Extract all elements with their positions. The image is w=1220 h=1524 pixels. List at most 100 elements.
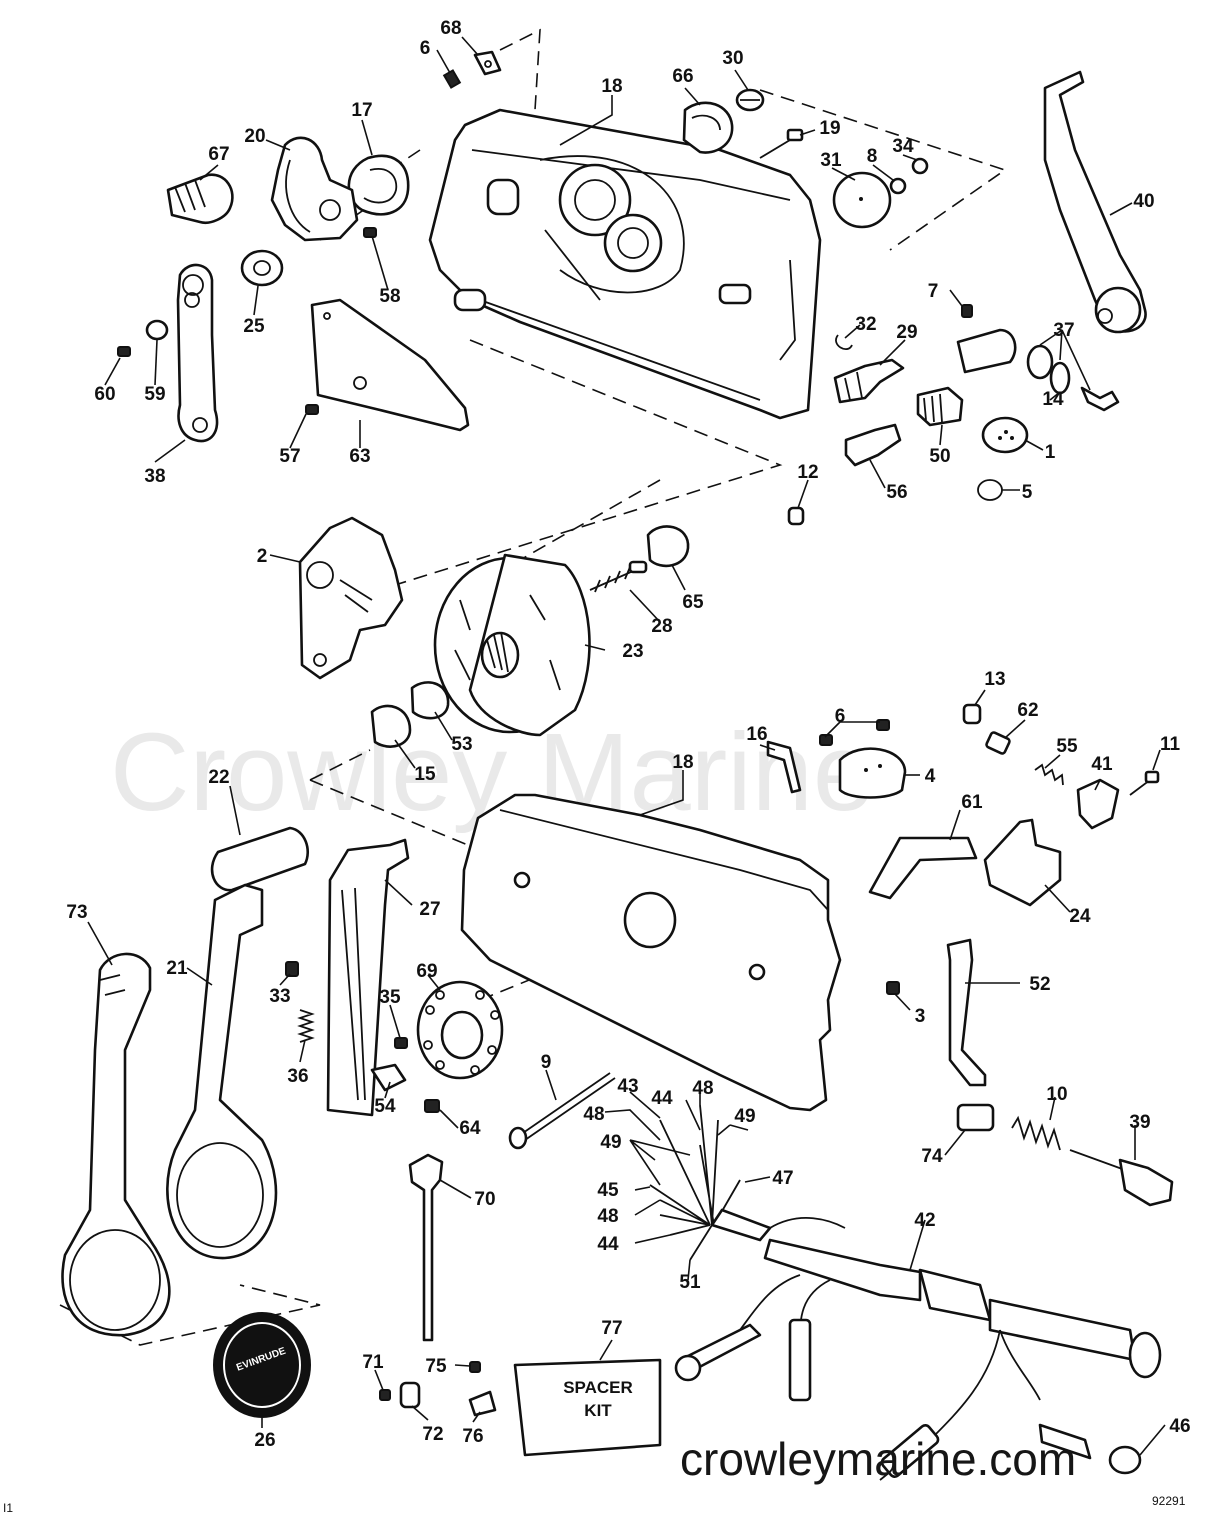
screw-57 — [305, 404, 319, 415]
pin-13 — [962, 703, 982, 725]
callout-14: 14 — [1042, 389, 1064, 410]
index-plate-69 — [416, 980, 504, 1080]
callout-25: 25 — [243, 316, 265, 337]
callout-59: 59 — [144, 384, 165, 405]
callout-5: 5 — [1022, 482, 1033, 503]
cap-4 — [838, 747, 907, 799]
callout-41: 41 — [1091, 754, 1113, 775]
bracket-2 — [298, 516, 404, 680]
callout-67: 67 — [208, 144, 229, 165]
callout-35: 35 — [379, 987, 401, 1008]
callout-45: 45 — [597, 1180, 619, 1201]
screw-71 — [379, 1389, 391, 1401]
callout-10: 10 — [1046, 1084, 1067, 1105]
plate-63 — [310, 298, 470, 432]
throttle-disc-23 — [433, 553, 591, 737]
callout-66: 66 — [672, 66, 693, 87]
cam-plate-20 — [270, 136, 359, 242]
nut-30 — [735, 88, 765, 112]
handle-21 — [166, 883, 278, 1260]
callout-69: 69 — [416, 961, 437, 982]
callout-31: 31 — [820, 150, 842, 171]
callout-57: 57 — [279, 446, 300, 467]
callout-58: 58 — [379, 286, 400, 307]
clip-54 — [370, 1063, 407, 1092]
callout-64: 64 — [459, 1118, 481, 1139]
callout-12: 12 — [797, 462, 818, 483]
lever-52 — [946, 938, 987, 1087]
callout-49a: 49 — [734, 1106, 755, 1127]
callout-19: 19 — [819, 118, 840, 139]
callout-20: 20 — [244, 126, 265, 147]
callout-34: 34 — [892, 136, 914, 157]
figure-number: 92291 — [1152, 1494, 1186, 1508]
callout-55: 55 — [1056, 736, 1078, 757]
callout-9: 9 — [541, 1052, 552, 1073]
callout-61: 61 — [961, 792, 983, 813]
knob-39 — [1069, 1149, 1174, 1207]
callout-44b: 44 — [597, 1234, 619, 1255]
callout-8: 8 — [867, 146, 878, 167]
callout-44a: 44 — [651, 1088, 673, 1109]
callout-32: 32 — [855, 314, 876, 335]
callout-21: 21 — [166, 958, 188, 979]
retainer-65 — [646, 525, 690, 568]
callout-51: 51 — [679, 1272, 701, 1293]
spring-55 — [1034, 763, 1064, 786]
callout-75: 75 — [425, 1356, 447, 1377]
ring-17 — [347, 154, 410, 216]
callout-48a: 48 — [583, 1104, 604, 1125]
upper-control-housing — [428, 108, 822, 420]
screw-19 — [759, 128, 804, 159]
callout-15: 15 — [414, 764, 436, 785]
bolt-9 — [508, 1072, 616, 1150]
nut-34 — [911, 157, 929, 175]
clip-76 — [468, 1390, 497, 1417]
callout-36: 36 — [287, 1066, 308, 1087]
handle-73 — [61, 952, 171, 1337]
callout-42: 42 — [914, 1210, 935, 1231]
nut-8 — [889, 177, 907, 195]
emblem-26: EVINRUDE — [213, 1312, 311, 1418]
callout-3: 3 — [915, 1006, 926, 1027]
spacer-kit-line1: SPACER — [563, 1378, 633, 1397]
callout-18: 18 — [601, 76, 622, 97]
callout-53: 53 — [451, 734, 472, 755]
block-62 — [985, 731, 1011, 755]
spacer-kit-line2: KIT — [584, 1401, 612, 1420]
callout-39: 39 — [1129, 1112, 1150, 1133]
callout-49b: 49 — [600, 1132, 621, 1153]
callout-77: 77 — [601, 1318, 622, 1339]
spring-10 — [1011, 1115, 1061, 1151]
lower-control-cover — [460, 793, 842, 1112]
plug-50 — [916, 386, 964, 427]
clip-16 — [766, 740, 802, 794]
bolt-28 — [589, 560, 648, 593]
callout-28: 28 — [651, 616, 672, 637]
spring-5 — [977, 479, 1003, 501]
screw-7 — [961, 304, 973, 318]
callout-48b: 48 — [692, 1078, 713, 1099]
callout-2: 2 — [257, 546, 268, 567]
callout-26: 26 — [254, 1430, 275, 1451]
washer-25 — [240, 249, 284, 287]
label-22 — [210, 826, 310, 892]
cap-1 — [981, 416, 1029, 454]
label-61 — [868, 836, 978, 900]
callout-16: 16 — [746, 724, 767, 745]
callout-71: 71 — [362, 1352, 384, 1373]
plate-24 — [983, 818, 1062, 907]
block-74 — [956, 1103, 995, 1132]
ignition-switch-37 — [956, 328, 1120, 412]
screw-75 — [469, 1361, 481, 1373]
callout-76: 76 — [462, 1426, 483, 1447]
callout-24: 24 — [1069, 906, 1091, 927]
callout-63: 63 — [349, 446, 370, 467]
bracket-56 — [844, 423, 902, 467]
callout-43: 43 — [617, 1076, 638, 1097]
screw-11 — [1129, 770, 1160, 796]
callout-47: 47 — [772, 1168, 793, 1189]
screw-3 — [886, 981, 900, 995]
clip-72 — [399, 1381, 421, 1409]
callout-56: 56 — [886, 482, 907, 503]
